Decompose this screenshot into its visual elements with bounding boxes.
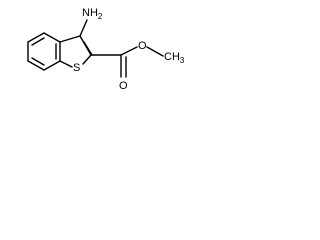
bond-c7-c7a <box>43 60 61 71</box>
methyl-label: CH3 <box>164 51 185 65</box>
bond-s-c7a <box>59 60 73 68</box>
bond-carbonyl-ester-o <box>120 46 138 56</box>
ester-oxygen-label: O <box>138 40 147 52</box>
bond-c2-s <box>82 54 92 65</box>
bond-o-methyl <box>146 46 164 57</box>
double-bond-c4-c5 <box>31 37 45 46</box>
amine-label: NH2 <box>82 7 103 21</box>
bond-c6-c7 <box>27 60 45 71</box>
thiophene-ring <box>59 35 93 68</box>
structure-canvas: NH2 S O O CH3 <box>0 0 208 110</box>
bond-c3a-c3 <box>59 35 81 43</box>
double-bond-c3-c2 <box>83 41 93 56</box>
chemical-structure-diagram: NH2 S O O CH3 <box>27 7 185 92</box>
bond-c3-n <box>79 19 88 37</box>
sulfur-label: S <box>73 62 80 74</box>
benzene-ring <box>27 32 61 71</box>
carbonyl-oxygen-label: O <box>119 80 128 92</box>
bond-c4-c5 <box>27 32 45 43</box>
bond-c3a-c4 <box>43 32 61 43</box>
double-bond-c6-c7 <box>31 57 45 66</box>
